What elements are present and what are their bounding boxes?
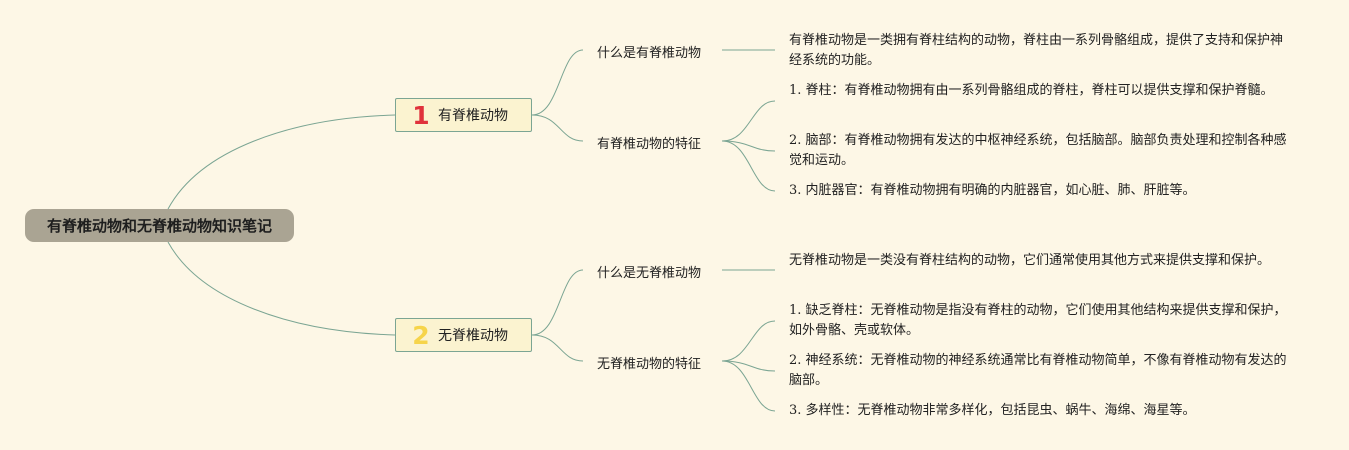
branch-node-invertebrates[interactable]: 2 无脊椎动物: [395, 318, 532, 352]
topic-vertebrate-features[interactable]: 有脊椎动物的特征: [597, 137, 702, 152]
detail-vertebrate-brain[interactable]: 2. 脑部：有脊椎动物拥有发达的中枢神经系统，包括脑部。脑部负责处理和控制各种感…: [789, 133, 1287, 168]
topic-what-is-vertebrate[interactable]: 什么是有脊椎动物: [597, 46, 702, 61]
connector-topic4-detail3: [721, 360, 776, 412]
topic-what-is-invertebrate[interactable]: 什么是无脊椎动物: [597, 266, 702, 281]
detail-invertebrate-diversity[interactable]: 3. 多样性：无脊椎动物非常多样化，包括昆虫、蜗牛、海绵、海星等。: [789, 403, 1196, 418]
topic-invertebrate-features[interactable]: 无脊椎动物的特征: [597, 357, 702, 372]
root-node[interactable]: 有脊椎动物和无脊椎动物知识笔记: [25, 209, 294, 242]
connector-root-branch1: [167, 114, 396, 210]
detail-vertebrate-spine[interactable]: 1. 脊柱：有脊椎动物拥有由一系列骨骼组成的脊柱，脊柱可以提供支撑和保护脊髓。: [789, 83, 1274, 98]
number-two-icon: 2: [412, 320, 430, 350]
detail-invertebrate-no-spine[interactable]: 1. 缺乏脊柱：无脊椎动物是指没有脊柱的动物，它们使用其他结构来提供支撑和保护，…: [789, 303, 1287, 338]
connector-branch1-topic2: [531, 114, 584, 142]
detail-invertebrate-definition[interactable]: 无脊椎动物是一类没有脊柱结构的动物，它们通常使用其他方式来提供支撑和保护。: [789, 253, 1271, 268]
number-one-icon: 1: [412, 100, 430, 130]
detail-vertebrate-organs[interactable]: 3. 内脏器官：有脊椎动物拥有明确的内脏器官，如心脏、肺、肝脏等。: [789, 183, 1196, 198]
detail-vertebrate-definition[interactable]: 有脊椎动物是一类拥有脊柱结构的动物，脊柱由一系列骨骼组成，提供了支持和保护神经系…: [789, 33, 1284, 68]
connector-topic2-detail2: [721, 140, 776, 152]
connector-topic2-detail1: [721, 100, 776, 142]
connector-topic4-detail2: [721, 360, 776, 372]
connector-branch1-topic1: [531, 49, 584, 116]
root-title: 有脊椎动物和无脊椎动物知识笔记: [46, 217, 272, 235]
connector-branch2-topic2: [531, 334, 584, 362]
branch-node-vertebrates[interactable]: 1 有脊椎动物: [395, 98, 532, 132]
connector-root-branch2: [167, 241, 396, 336]
connector-topic4-detail1: [721, 320, 776, 362]
connector-topic2-detail3: [721, 140, 776, 192]
branch-label: 无脊椎动物: [438, 328, 508, 344]
connector-branch2-topic1: [531, 269, 584, 336]
detail-invertebrate-nervous[interactable]: 2. 神经系统：无脊椎动物的神经系统通常比有脊椎动物简单，不像有脊椎动物有发达的…: [789, 353, 1287, 388]
branch-label: 有脊椎动物: [438, 108, 508, 124]
